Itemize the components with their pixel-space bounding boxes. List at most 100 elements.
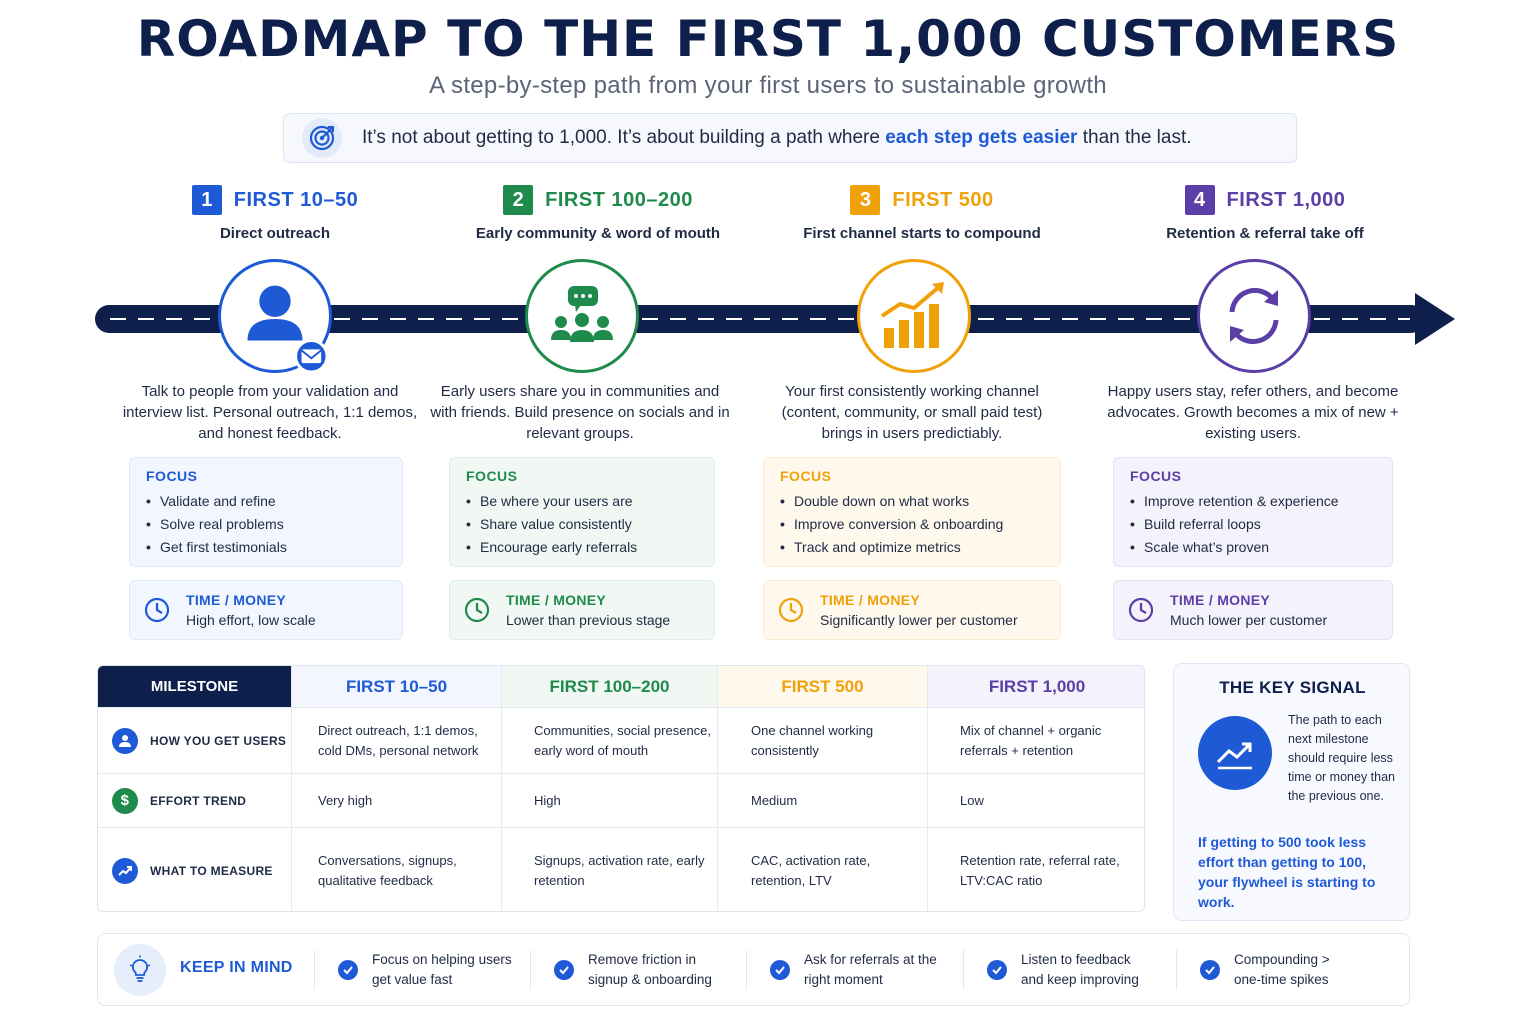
stage-1-focus-card: FOCUS Validate and refine Solve real pro…	[129, 457, 403, 567]
stage-title: FIRST 10–50	[233, 188, 359, 211]
table-row-label: WHAT TO MEASURE	[98, 828, 292, 911]
stage-1-circle	[218, 259, 332, 373]
table-cell: Retention rate, referral rate, LTV:CAC r…	[960, 852, 1120, 888]
stage-4-header: 4 FIRST 1,000 Retention & referral take …	[1115, 185, 1415, 242]
focus-item: Improve conversion & onboarding	[780, 513, 1044, 536]
check-icon	[1200, 960, 1220, 980]
stage-2-focus-card: FOCUS Be where your users are Share valu…	[449, 457, 715, 567]
keep-in-mind-item: Compounding > one-time spikes	[1200, 948, 1400, 992]
key-signal-text: The path to each next milestone should r…	[1288, 713, 1395, 803]
stage-number-badge: 4	[1184, 185, 1215, 215]
trend-up-icon	[1198, 716, 1272, 790]
key-signal-card: THE KEY SIGNAL The path to each next mil…	[1173, 663, 1410, 921]
separator	[746, 950, 747, 990]
time-money-value: Much lower per customer	[1170, 612, 1328, 628]
table-cell: Communities, social presence, early word…	[502, 708, 718, 774]
time-money-label: TIME / MONEY	[1170, 592, 1271, 608]
user-mail-icon	[247, 285, 329, 371]
time-money-label: TIME / MONEY	[820, 592, 921, 608]
focus-item: Get first testimonials	[146, 536, 386, 559]
lightbulb-icon	[114, 944, 166, 996]
focus-item: Track and optimize metrics	[780, 536, 1044, 559]
time-money-label: TIME / MONEY	[186, 592, 287, 608]
page-subtitle: A step-by-step path from your first user…	[429, 72, 1107, 99]
stage-subtitle: First channel starts to compound	[803, 225, 1041, 242]
stage-2-description: Early users share you in communities and…	[430, 383, 730, 442]
road-arrow-icon	[1415, 293, 1455, 345]
stage-4-time-money: TIME / MONEY Much lower per customer	[1113, 580, 1393, 640]
stage-number-badge: 2	[503, 185, 534, 215]
table-header-col: FIRST 100–200	[502, 666, 718, 708]
focus-label: FOCUS	[146, 468, 198, 484]
check-icon	[770, 960, 790, 980]
stage-title: FIRST 1,000	[1226, 188, 1346, 211]
keep-in-mind-bar: KEEP IN MIND Focus on helping users get …	[97, 933, 1410, 1006]
stage-number-badge: 1	[191, 185, 222, 215]
table-cell: Direct outreach, 1:1 demos, cold DMs, pe…	[292, 708, 502, 774]
insight-banner: It’s not about getting to 1,000. It’s ab…	[283, 113, 1297, 163]
banner-text-before: It’s not about getting to 1,000. It’s ab…	[362, 127, 886, 148]
stage-3-focus-card: FOCUS Double down on what works Improve …	[763, 457, 1061, 567]
keep-in-mind-label: KEEP IN MIND	[180, 959, 293, 976]
table-header-milestone: MILESTONE	[98, 666, 292, 708]
table-cell: Conversations, signups, qualitative feed…	[292, 828, 502, 911]
focus-item: Improve retention & experience	[1130, 490, 1376, 513]
table-cell: Medium	[718, 774, 928, 828]
table-cell: Mix of channel + organic referrals + ret…	[928, 708, 1144, 774]
keep-in-mind-text: Remove friction in signup & onboarding	[588, 952, 712, 987]
growth-chart-icon	[880, 282, 944, 348]
check-icon	[554, 960, 574, 980]
separator	[1176, 950, 1177, 990]
table-header-col: FIRST 10–50	[292, 666, 502, 708]
stage-1-header: 1 FIRST 10–50 Direct outreach	[125, 185, 425, 242]
stage-2-circle	[525, 259, 639, 373]
focus-item: Share value consistently	[466, 513, 698, 536]
table-row-label: HOW YOU GET USERS	[98, 708, 292, 774]
table-header-col: FIRST 500	[718, 666, 928, 708]
table-cell: CAC, activation rate, retention, LTV	[718, 828, 928, 911]
focus-item: Solve real problems	[146, 513, 386, 536]
separator	[963, 950, 964, 990]
banner-text-highlight: each step gets easier	[885, 127, 1078, 148]
table-cell: One channel working consistently	[718, 708, 928, 774]
clock-icon	[778, 597, 804, 623]
keep-in-mind-text: Compounding > one-time spikes	[1234, 952, 1330, 987]
target-icon	[302, 118, 342, 158]
time-money-value: Significantly lower per customer	[820, 612, 1018, 628]
milestone-table: MILESTONE FIRST 10–50 FIRST 100–200 FIRS…	[97, 665, 1145, 912]
stage-3-time-money: TIME / MONEY Significantly lower per cus…	[763, 580, 1061, 640]
banner-text: It’s not about getting to 1,000. It’s ab…	[362, 127, 1192, 149]
page-title: ROADMAP TO THE FIRST 1,000 CUSTOMERS	[136, 10, 1400, 68]
clock-icon	[464, 597, 490, 623]
keep-in-mind-item: Listen to feedback and keep improving	[987, 948, 1187, 992]
dollar-icon: $	[112, 787, 138, 814]
stage-4-circle	[1197, 259, 1311, 373]
focus-item: Encourage early referrals	[466, 536, 698, 559]
table-cell: High	[502, 774, 718, 828]
trend-up-icon	[112, 857, 138, 884]
stage-title: FIRST 500	[892, 188, 994, 211]
road-dashes	[110, 318, 1410, 320]
row-label-text: EFFORT TREND	[150, 793, 247, 808]
separator	[314, 950, 315, 990]
stage-3-description: Your first consistently working channel …	[781, 383, 1043, 442]
check-icon	[338, 960, 358, 980]
row-label-text: WHAT TO MEASURE	[150, 863, 273, 878]
community-chat-icon	[551, 286, 613, 342]
time-money-value: High effort, low scale	[186, 612, 316, 628]
keep-in-mind-item: Remove friction in signup & onboarding	[554, 948, 754, 992]
check-icon	[987, 960, 1007, 980]
banner-text-after: than the last.	[1077, 127, 1192, 148]
keep-in-mind-item: Focus on helping users get value fast	[338, 948, 528, 992]
stage-2-time-money: TIME / MONEY Lower than previous stage	[449, 580, 715, 640]
focus-item: Validate and refine	[146, 490, 386, 513]
stage-subtitle: Early community & word of mouth	[475, 225, 721, 242]
stage-4-description: Happy users stay, refer others, and beco…	[1107, 383, 1399, 442]
keep-in-mind-item: Ask for referrals at the right moment	[770, 948, 970, 992]
clock-icon	[1128, 597, 1154, 623]
focus-label: FOCUS	[780, 468, 832, 484]
stage-number-badge: 3	[850, 185, 881, 215]
focus-label: FOCUS	[1130, 468, 1182, 484]
clock-icon	[144, 597, 170, 623]
table-cell: Very high	[292, 774, 502, 828]
